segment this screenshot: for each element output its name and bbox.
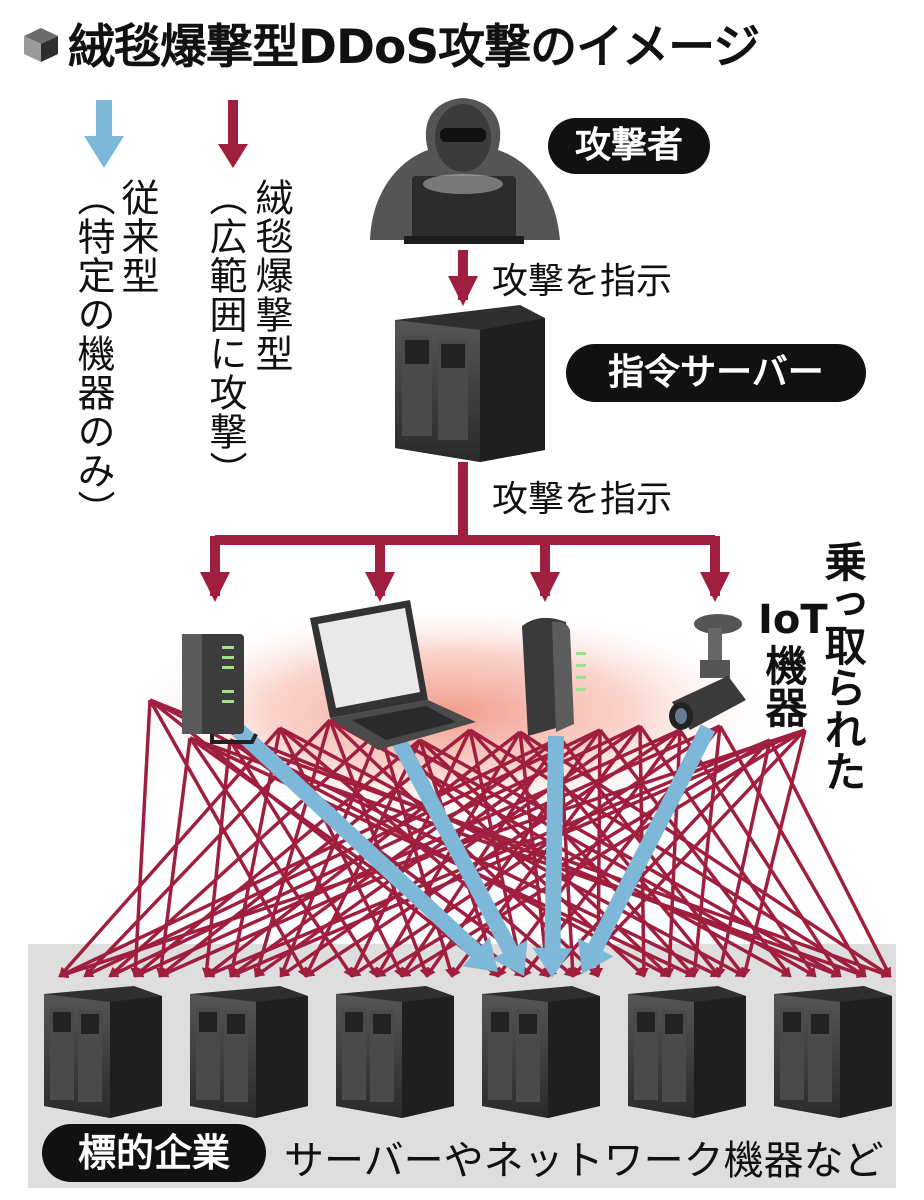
legend-traditional-label: 従来型: [115, 178, 159, 295]
carpet-arrow-52: [598, 728, 792, 978]
legend-traditional-note: （特定の機器のみ）: [71, 178, 115, 529]
edge-label-attacker-to-server: 攻撃を指示: [492, 261, 673, 302]
legend-carpet-note: （広範囲に攻撃）: [203, 178, 247, 490]
carpet-arrow-56: [638, 724, 817, 978]
carpet-arrow-42: [375, 731, 522, 978]
attacker-label: 攻撃者: [548, 118, 710, 174]
carpet-arrow-29: [108, 728, 382, 978]
cube-icon: [24, 28, 58, 62]
carpet-arrow-1: [148, 699, 308, 978]
carpet-arrow-73: [768, 739, 892, 978]
legend-carpet-arrow: [218, 100, 248, 168]
carpet-arrow-63: [496, 728, 682, 978]
traditional-arrow-3: [588, 724, 716, 951]
carpet-arrow-36: [469, 728, 867, 978]
carpet-arrow-21: [253, 719, 332, 978]
hijacked-prefix: 乗っ取られた: [818, 540, 868, 792]
attacker-icon: [370, 98, 560, 244]
target-servers: [44, 986, 892, 1118]
target-server-4-icon: [482, 986, 600, 1118]
traditional-arrow-0: [232, 724, 482, 958]
command-server-icon: [395, 305, 545, 462]
carpet-arrow-75: [571, 728, 807, 978]
legend-carpet-label: 絨毯爆撃型: [249, 178, 293, 373]
carpet-arrow-16: [58, 726, 282, 978]
carpet-arrow-53: [83, 728, 601, 978]
hijacked-iot: IoT: [758, 597, 828, 643]
carpet-arrow-25: [279, 729, 382, 978]
carpet-arrow-76: [741, 729, 807, 978]
traditional-arrow-head-3: [577, 938, 614, 974]
target-label: 標的企業: [42, 1124, 266, 1182]
traditional-arrow-head-2: [532, 947, 573, 978]
router-b-icon: [522, 617, 586, 736]
security-camera-icon: [669, 614, 746, 730]
target-server-5-icon: [628, 986, 746, 1118]
diagram-title: 絨毯爆撃型DDoS攻撃のイメージ: [68, 20, 760, 75]
carpet-arrow-26: [378, 729, 455, 978]
carpet-arrow-71: [546, 738, 772, 978]
carpet-arrow-20: [83, 718, 332, 978]
target-server-2-icon: [190, 986, 308, 1118]
carpet-arrow-49: [58, 736, 561, 978]
hijacked-suffix: 機器: [759, 644, 808, 728]
command-server-label: 指令サーバー: [566, 344, 866, 402]
legend-traditional-arrow: [84, 100, 124, 168]
carpet-arrow-66: [350, 724, 721, 978]
carpet-arrow-70: [375, 738, 771, 978]
carpet-arrow-48: [558, 736, 746, 978]
target-server-6-icon: [774, 986, 892, 1118]
traditional-arrow-1: [387, 730, 517, 954]
laptop-icon: [310, 600, 476, 750]
carpet-arrow-72: [715, 739, 772, 978]
carpet-arrow-32: [419, 738, 842, 978]
traditional-attack-arrows: [232, 724, 716, 978]
carpet-arrow-59: [450, 724, 642, 978]
carpet-arrow-0: [130, 699, 152, 978]
hijacked-devices-label: 乗っ取られた IoT 機器: [758, 540, 878, 800]
target-description: サーバーやネットワーク機器など: [284, 1138, 884, 1184]
traditional-arrow-head-0: [462, 936, 498, 972]
carpet-arrow-78: [229, 728, 806, 978]
carpet-attack-arrows: [58, 698, 892, 979]
target-server-1-icon: [44, 986, 162, 1118]
carpet-arrow-14: [228, 739, 379, 978]
traditional-arrow-2: [544, 735, 564, 949]
traditional-arrow-head-1: [492, 940, 528, 976]
carpet-arrow-61: [133, 728, 681, 978]
router-a-icon: [182, 634, 258, 744]
edge-label-server-to-devices: 攻撃を指示: [492, 479, 673, 520]
target-server-3-icon: [336, 986, 454, 1118]
